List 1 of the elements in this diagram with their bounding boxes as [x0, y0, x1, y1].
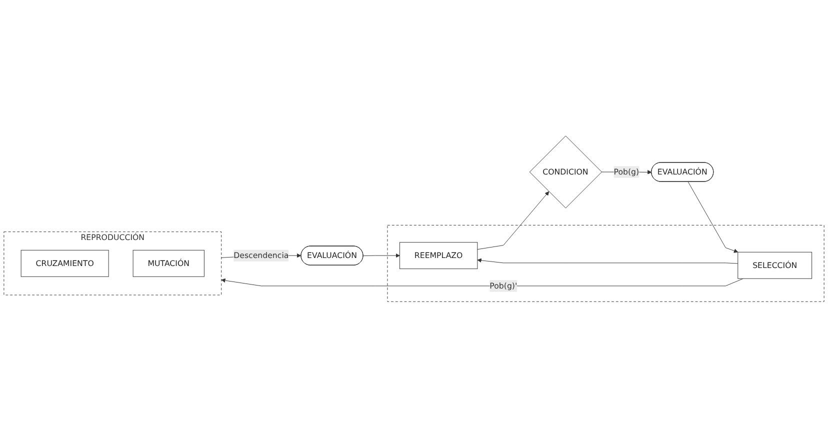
cluster [387, 224, 824, 302]
